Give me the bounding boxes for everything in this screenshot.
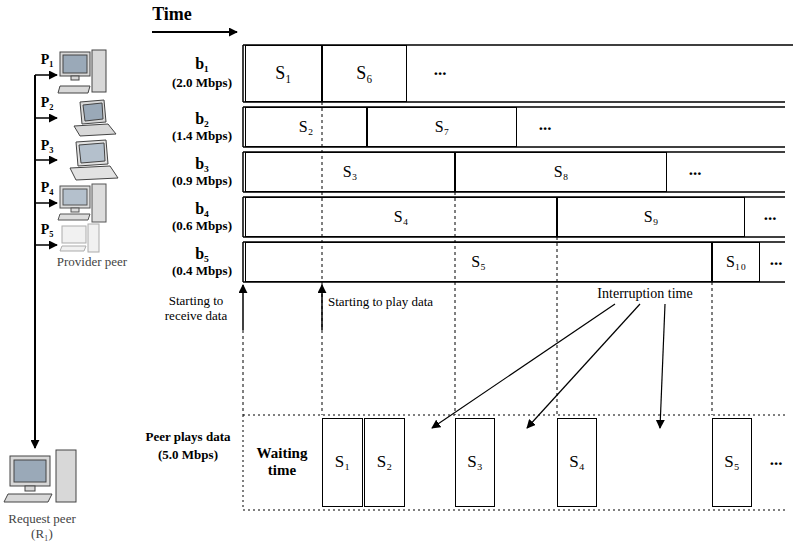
event-label: Starting to play data	[328, 295, 433, 310]
axis-title: Time	[152, 4, 192, 25]
played-segment: S₄	[557, 418, 597, 507]
laptop-icon	[74, 100, 116, 136]
ellipsis: ...	[539, 115, 552, 135]
ellipsis: ...	[764, 205, 777, 225]
segment-box: S₃	[245, 152, 455, 192]
start-receive-arrow	[242, 285, 244, 330]
segment-name: S₁	[335, 453, 350, 472]
segment-name: S₅	[724, 453, 739, 472]
bandwidth-label: b₄	[195, 200, 209, 218]
segment-name: S₁₀	[726, 253, 746, 271]
segment-name: S₂	[299, 118, 313, 136]
desktop-icon	[58, 184, 106, 222]
segment-box: S₅	[245, 242, 712, 282]
request-computer-icon	[4, 450, 76, 502]
ellipsis: ...	[770, 450, 783, 470]
start-play-arrow	[321, 285, 323, 330]
leader-line	[660, 304, 665, 428]
segment-name: S₂	[377, 453, 392, 472]
leader-line	[432, 304, 615, 428]
segment-box: S₈	[455, 152, 667, 192]
segment-name: S₃	[343, 163, 357, 181]
ellipsis: ...	[770, 250, 783, 270]
segment-box: S₄	[245, 197, 557, 237]
segment-box: S₆	[322, 45, 407, 102]
segment-box: S₁	[245, 45, 322, 102]
peer-bus	[34, 75, 36, 448]
segment-box: S₁₀	[712, 242, 760, 282]
segment-name: S₉	[644, 208, 658, 226]
leader-line	[527, 304, 640, 428]
bandwidth-value: (2.0 Mbps)	[172, 76, 232, 91]
segment-name: S₄	[394, 208, 408, 226]
peer-label: P₅	[41, 222, 54, 238]
segment-box: S₂	[245, 107, 367, 147]
bandwidth-rows	[243, 45, 793, 282]
peer-arrow	[35, 244, 57, 246]
segment-name: S₇	[435, 118, 449, 136]
event-label: Starting to receive data	[154, 294, 238, 324]
played-segment: S₂	[364, 418, 405, 507]
peer-label: P₄	[41, 180, 54, 196]
peer-arrow	[35, 117, 57, 119]
track-label: Peer plays data	[146, 430, 231, 445]
peer-label: P₁	[41, 52, 54, 68]
bandwidth-value: (0.4 Mbps)	[172, 264, 232, 279]
peer-arrow	[35, 202, 57, 204]
segment-box: S₉	[557, 197, 745, 237]
peer-arrow	[35, 159, 57, 161]
peer-label: Request peer	[8, 512, 76, 527]
segment-name: S₄	[569, 453, 584, 472]
peer-arrow	[35, 74, 57, 76]
segment-name: S₈	[554, 163, 568, 181]
ellipsis: ...	[434, 60, 447, 80]
bandwidth-label: b₅	[195, 245, 209, 263]
segment-name: S₅	[471, 253, 485, 271]
peer-label: (R₁)	[31, 527, 53, 542]
segment-box: S₇	[367, 107, 517, 147]
played-segment: S₅	[712, 418, 752, 507]
time-arrow	[152, 31, 237, 33]
played-segment: S₁	[322, 418, 363, 507]
bandwidth-value: (0.6 Mbps)	[172, 219, 232, 234]
bandwidth-label: b₁	[195, 55, 209, 73]
ellipsis: ...	[689, 160, 702, 180]
peer-label: P₂	[41, 95, 54, 111]
bandwidth-value: (0.9 Mbps)	[172, 174, 232, 189]
segment-name: S₃	[467, 453, 482, 472]
segment-name: S₆	[356, 64, 372, 84]
time-guides	[243, 102, 712, 415]
track-value: (5.0 Mbps)	[158, 448, 218, 463]
playback-track	[243, 415, 785, 510]
desktop-icon	[58, 50, 106, 93]
segment-name: S₁	[275, 64, 291, 84]
bandwidth-label: b₃	[195, 155, 209, 173]
waiting-label: Waiting time	[252, 445, 312, 480]
group-label: Provider peer	[57, 255, 127, 270]
bandwidth-label: b₂	[195, 110, 209, 128]
bandwidth-value: (1.4 Mbps)	[172, 129, 232, 144]
desktop-icon	[60, 224, 99, 252]
callout-label: Interruption time	[597, 286, 692, 302]
played-segment: S₃	[455, 418, 495, 507]
laptop-icon	[70, 140, 118, 180]
peer-label: P₃	[41, 138, 54, 154]
